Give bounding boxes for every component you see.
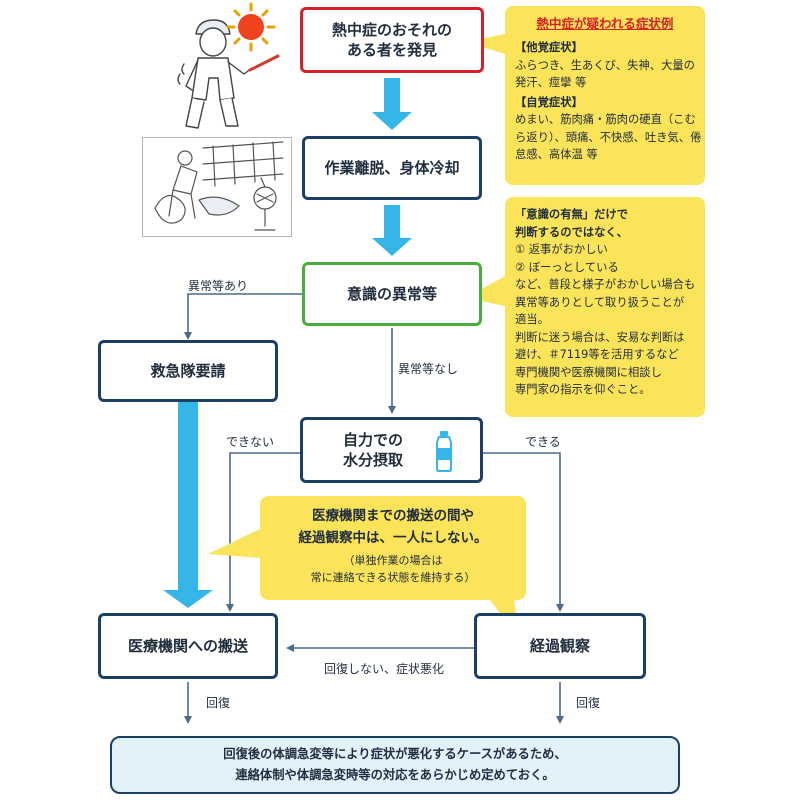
- subjective-line-1: めまい、筋肉痛・筋肉の硬直（こむ: [515, 113, 696, 127]
- sun-icon: [226, 2, 276, 52]
- judgement-line-9: 専門家の指示を仰ぐこと。: [515, 383, 651, 396]
- judgement-line-2: ② ぼーっとしている: [515, 260, 619, 274]
- consciousness-box: 意識の異常等: [302, 262, 482, 326]
- subjective-line-2: ら返り）、頭痛、不快感、吐き気、倦: [515, 130, 702, 144]
- flow-arrow-1: [372, 78, 412, 130]
- consciousness-label: 意識の異常等: [346, 284, 437, 303]
- footer-line-1: 回復後の体調急変等により症状が悪化するケースがあるため、: [223, 747, 567, 762]
- worker-illustration: [177, 19, 280, 129]
- cooling-box: 作業離脱、身体冷却: [302, 136, 482, 200]
- abnormal-yes-connector: [184, 293, 302, 340]
- judgement-heading-2: 判断するのではなく、: [515, 225, 628, 239]
- symptoms-title: 熱中症が疑われる症状例: [536, 16, 674, 31]
- judgement-line-1: ① 返事がおかしい: [515, 243, 608, 256]
- transport-label: 医療機関への搬送: [127, 636, 248, 655]
- recovery-left-label: 回復: [206, 696, 231, 710]
- subjective-line-3: 怠感、高体温 等: [515, 148, 598, 162]
- judgement-line-7: 避け、＃7119等を活用するなど: [515, 348, 679, 361]
- judgement-note: 「意識の有無」だけで 判断するのではなく、 ① 返事がおかしい ② ぼーっとして…: [505, 197, 705, 417]
- discover-line-1: 熱中症のおそれの: [331, 20, 452, 39]
- objective-line-2: 発汗、痙攣 等: [515, 76, 587, 90]
- recovery-right-label: 回復: [576, 696, 601, 710]
- symptoms-bubble-pointer: [466, 34, 505, 54]
- observe-box: 経過観察: [474, 613, 646, 679]
- no-recovery-label: 回復しない、症状悪化: [324, 662, 445, 676]
- hydration-line-2: 水分摂取: [343, 451, 404, 469]
- hydration-box: 自力での 水分摂取: [300, 417, 483, 483]
- ambulance-to-transport-arrow: [163, 402, 213, 608]
- objective-heading: 【他覚症状】: [515, 41, 583, 55]
- objective-line-1: ふらつき、生あくび、失神、大量の: [515, 58, 695, 72]
- judgement-line-3: など、普段と様子がおかしい場合も: [515, 278, 696, 291]
- ambulance-box: 救急隊要請: [98, 340, 278, 402]
- judgement-line-5: 適当。: [515, 313, 549, 326]
- hydration-line-1: 自力での: [343, 430, 404, 449]
- discover-box: 熱中症のおそれの ある者を発見: [300, 7, 484, 73]
- ambulance-label: 救急隊要請: [150, 361, 226, 380]
- footer-line-2: 連絡体制や体調急変時等の対応をあらかじめ定めておく。: [235, 768, 555, 782]
- cooling-label: 作業離脱、身体冷却: [324, 158, 460, 177]
- can-connector: [483, 452, 564, 612]
- alone-note: 医療機関までの搬送の間や 経過観察中は、一人にしない。 （単独作業の場合は 常に…: [260, 496, 526, 600]
- cannot-connector: [226, 452, 300, 612]
- abnormal-no-label: 異常等なし: [398, 362, 459, 376]
- alone-main-line-1: 医療機関までの搬送の間や: [312, 508, 474, 524]
- alone-sub-line-2: 常に連絡できる状態を維持する）: [310, 571, 476, 585]
- flow-arrow-2: [372, 205, 412, 256]
- cooling-scene-drawing: [154, 141, 284, 231]
- judgement-line-4: 異常等ありとして取り扱うことが: [515, 295, 685, 309]
- alone-main-line-2: 経過観察中は、一人にしない。: [298, 529, 488, 546]
- observe-label: 経過観察: [529, 636, 590, 655]
- judgement-line-6: 判断に迷う場合は、安易な判断は: [515, 330, 685, 344]
- transport-box: 医療機関への搬送: [98, 613, 278, 679]
- can-label: できる: [525, 435, 561, 449]
- footer-note: 回復後の体調急変等により症状が悪化するケースがあるため、 連絡体制や体調急変時等…: [110, 736, 680, 794]
- judgement-line-8: 専門機関や医療機関に相談し: [515, 365, 662, 379]
- symptoms-note: 熱中症が疑われる症状例 【他覚症状】 ふらつき、生あくび、失神、大量の 発汗、痙…: [505, 6, 705, 185]
- abnormal-yes-label: 異常等あり: [188, 279, 249, 293]
- discover-line-2: ある者を発見: [346, 41, 437, 59]
- judgement-heading-1: 「意識の有無」だけで: [515, 208, 628, 221]
- subjective-heading: 【自覚症状】: [515, 95, 583, 109]
- alone-sub-line-1: （単独作業の場合は: [343, 554, 443, 568]
- cooling-scene-illustration: [142, 137, 292, 237]
- cannot-label: できない: [226, 435, 275, 449]
- water-bottle-icon: [436, 431, 452, 472]
- alone-bubble-left-pointer: [208, 528, 262, 558]
